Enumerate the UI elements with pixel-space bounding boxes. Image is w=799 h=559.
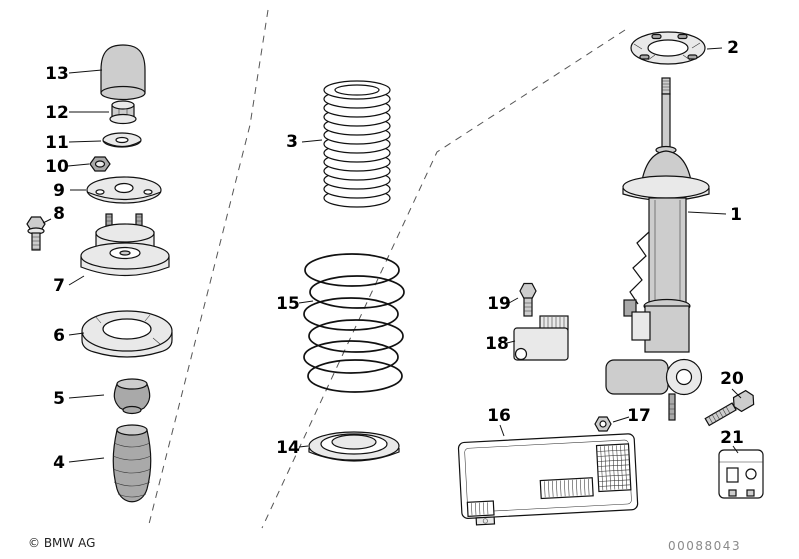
part-12-hex-nut [109,100,137,125]
callout-15[interactable]: 15 [276,294,300,314]
callout-2[interactable]: 2 [727,38,739,58]
leader-line-3 [301,139,323,143]
part-5-rubber-buffer [113,378,151,415]
mount-bracket [631,311,651,341]
spring-plate [622,175,710,199]
leader-line-6 [68,332,85,336]
part-9-support-plate [86,176,162,204]
part-14-spring-pad-lower [308,431,400,462]
part-20-bolt [704,389,755,427]
part-13-rubber-cap [100,44,146,101]
callout-6[interactable]: 6 [53,326,65,346]
section-divider-lines [147,9,626,529]
callout-17[interactable]: 17 [627,406,651,426]
callout-20[interactable]: 20 [720,369,744,389]
part-19-bolt [519,282,537,317]
callout-16[interactable]: 16 [487,406,511,426]
leader-line-2 [706,47,723,50]
callout-13[interactable]: 13 [45,64,69,84]
lower-cylinder [605,359,669,395]
callout-18[interactable]: 18 [485,334,509,354]
mount-pin [668,393,676,421]
callout-1[interactable]: 1 [730,205,742,225]
leader-line-7 [68,275,85,286]
part-6-spring-pad-upper [81,310,173,358]
leader-line-8 [42,218,52,224]
leader-line-17 [612,416,630,423]
leader-line-18 [506,340,516,344]
leader-line-20 [731,388,742,399]
part-3-protective-tube-coil [323,80,391,208]
leader-lines [42,47,742,463]
leader-line-21 [732,445,739,454]
divider-line-right [261,29,626,529]
callout-14[interactable]: 14 [276,438,300,458]
divider-line-left [147,9,269,529]
leader-line-19 [508,297,519,304]
part-15-coil-spring [303,253,405,393]
piston-rod [661,93,671,151]
copyright-text: © BMW AG [28,536,95,550]
leader-line-1 [687,211,727,215]
callout-12[interactable]: 12 [45,103,69,123]
sensor-cable [629,231,650,305]
leader-line-11 [68,140,102,143]
part-16-control-module [457,433,639,526]
callout-19[interactable]: 19 [487,294,511,314]
part-17-nut [594,416,612,432]
leader-line-4 [68,457,105,463]
part-2-upper-mount-ring [630,31,706,65]
sensor-mount-hole [514,347,528,361]
callout-3[interactable]: 3 [286,132,298,152]
part-18-acceleration-sensor [513,315,569,361]
part-7-support-bearing [80,213,170,277]
callout-8[interactable]: 8 [53,204,65,224]
image-number: 00088043 [668,539,741,553]
callout-5[interactable]: 5 [53,389,65,409]
callout-21[interactable]: 21 [720,428,744,448]
leader-line-16 [499,424,505,437]
part-4-bump-stop [112,424,152,503]
piston-rod-thread [661,77,671,95]
callout-9[interactable]: 9 [53,181,65,201]
part-11-washer [102,132,142,148]
leader-line-15 [298,300,314,304]
part-8-bolt [26,216,46,251]
leader-line-5 [68,394,105,399]
leader-line-14 [298,445,309,448]
strut-body [648,197,687,307]
callout-7[interactable]: 7 [53,276,65,296]
callout-4[interactable]: 4 [53,453,65,473]
leader-line-10 [67,163,90,167]
part-10-flange-nut [89,156,111,172]
part-21-relay [718,449,764,499]
callout-10[interactable]: 10 [45,157,69,177]
mount-tab [475,516,496,526]
callout-11[interactable]: 11 [45,133,69,153]
part-1-shock-absorber-strut [605,77,710,421]
pin-strip [539,477,594,500]
leader-line-13 [68,69,103,74]
